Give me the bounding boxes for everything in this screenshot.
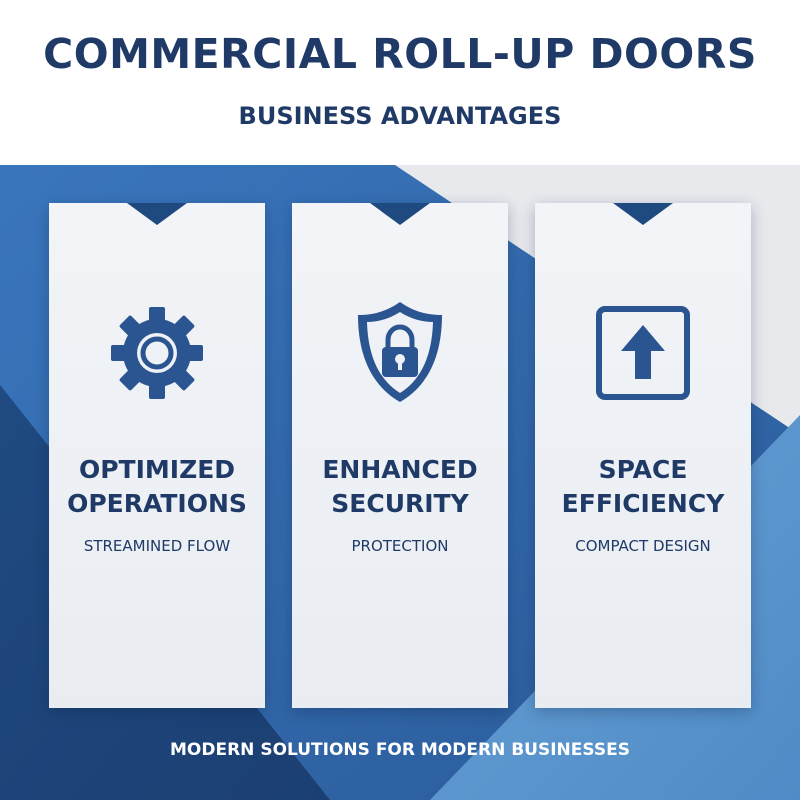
card-title: SPACE EFFICIENCY bbox=[561, 455, 725, 518]
card-subtitle: PROTECTION bbox=[351, 537, 449, 555]
card-subtitle: COMPACT DESIGN bbox=[575, 537, 711, 555]
footer-tagline: MODERN SOLUTIONS FOR MODERN BUSINESSES bbox=[170, 740, 630, 760]
card-subtitle: STREAMINED FLOW bbox=[83, 537, 231, 555]
page-subtitle: BUSINESS ADVANTAGES bbox=[238, 102, 562, 130]
card-notch bbox=[613, 203, 673, 225]
card-title: ENHANCED SECURITY bbox=[322, 455, 478, 518]
card-notch bbox=[370, 203, 430, 225]
shield-lock-icon bbox=[292, 298, 508, 408]
card-optimized-operations: OPTIMIZED OPERATIONS STREAMINED FLOW bbox=[49, 203, 265, 708]
card-title: OPTIMIZED OPERATIONS bbox=[67, 455, 247, 518]
header: COMMERCIAL ROLL-UP DOORS BUSINESS ADVANT… bbox=[0, 0, 800, 165]
card-space-efficiency: SPACE EFFICIENCY COMPACT DESIGN bbox=[535, 203, 751, 708]
page-title: COMMERCIAL ROLL-UP DOORS bbox=[43, 30, 757, 78]
card-notch bbox=[127, 203, 187, 225]
arrow-up-box-icon bbox=[535, 298, 751, 408]
gear-icon bbox=[49, 298, 265, 408]
card-enhanced-security: ENHANCED SECURITY PROTECTION bbox=[292, 203, 508, 708]
